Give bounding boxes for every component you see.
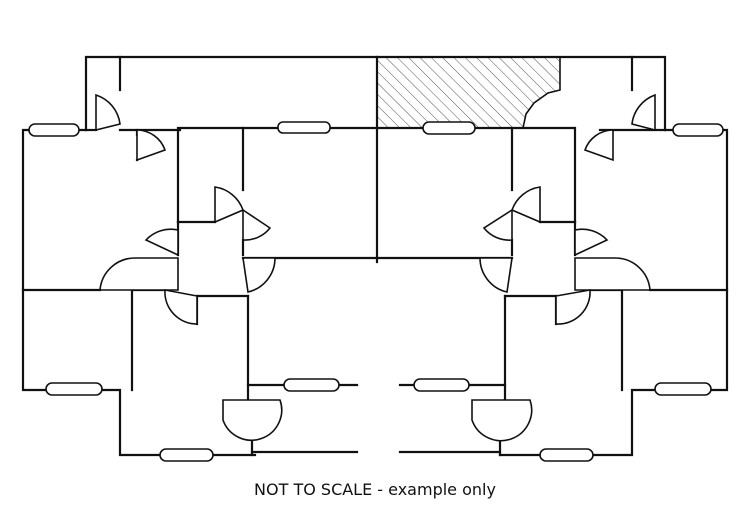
door-swing <box>214 186 245 224</box>
window <box>283 378 340 392</box>
windows <box>28 121 724 462</box>
interior-walls <box>21 55 729 457</box>
door-swing <box>242 257 276 293</box>
door-swing <box>242 208 272 241</box>
window <box>28 123 80 137</box>
door-swing <box>95 93 121 132</box>
window <box>159 448 214 462</box>
door-swings <box>95 93 656 442</box>
door-swing <box>222 399 283 441</box>
window <box>277 121 331 134</box>
outer-walls <box>21 55 729 457</box>
door-swing <box>583 129 614 162</box>
door-swing <box>574 257 651 291</box>
door-swing <box>574 228 609 257</box>
window <box>539 448 594 462</box>
door-swing <box>555 289 591 325</box>
door-swing <box>510 186 541 224</box>
door-swing <box>631 93 656 132</box>
door-swing <box>482 208 513 241</box>
door-swing <box>99 257 179 291</box>
scale-caption: NOT TO SCALE - example only <box>254 480 496 499</box>
door-swing <box>136 129 167 162</box>
window <box>654 382 712 396</box>
window <box>672 123 724 137</box>
door-swing <box>471 399 533 442</box>
door-swing <box>144 228 179 257</box>
hatched-area <box>376 56 561 129</box>
door-swing <box>479 257 513 293</box>
window <box>422 121 476 135</box>
window <box>413 378 470 392</box>
door-swing <box>164 289 198 325</box>
window <box>45 382 103 396</box>
